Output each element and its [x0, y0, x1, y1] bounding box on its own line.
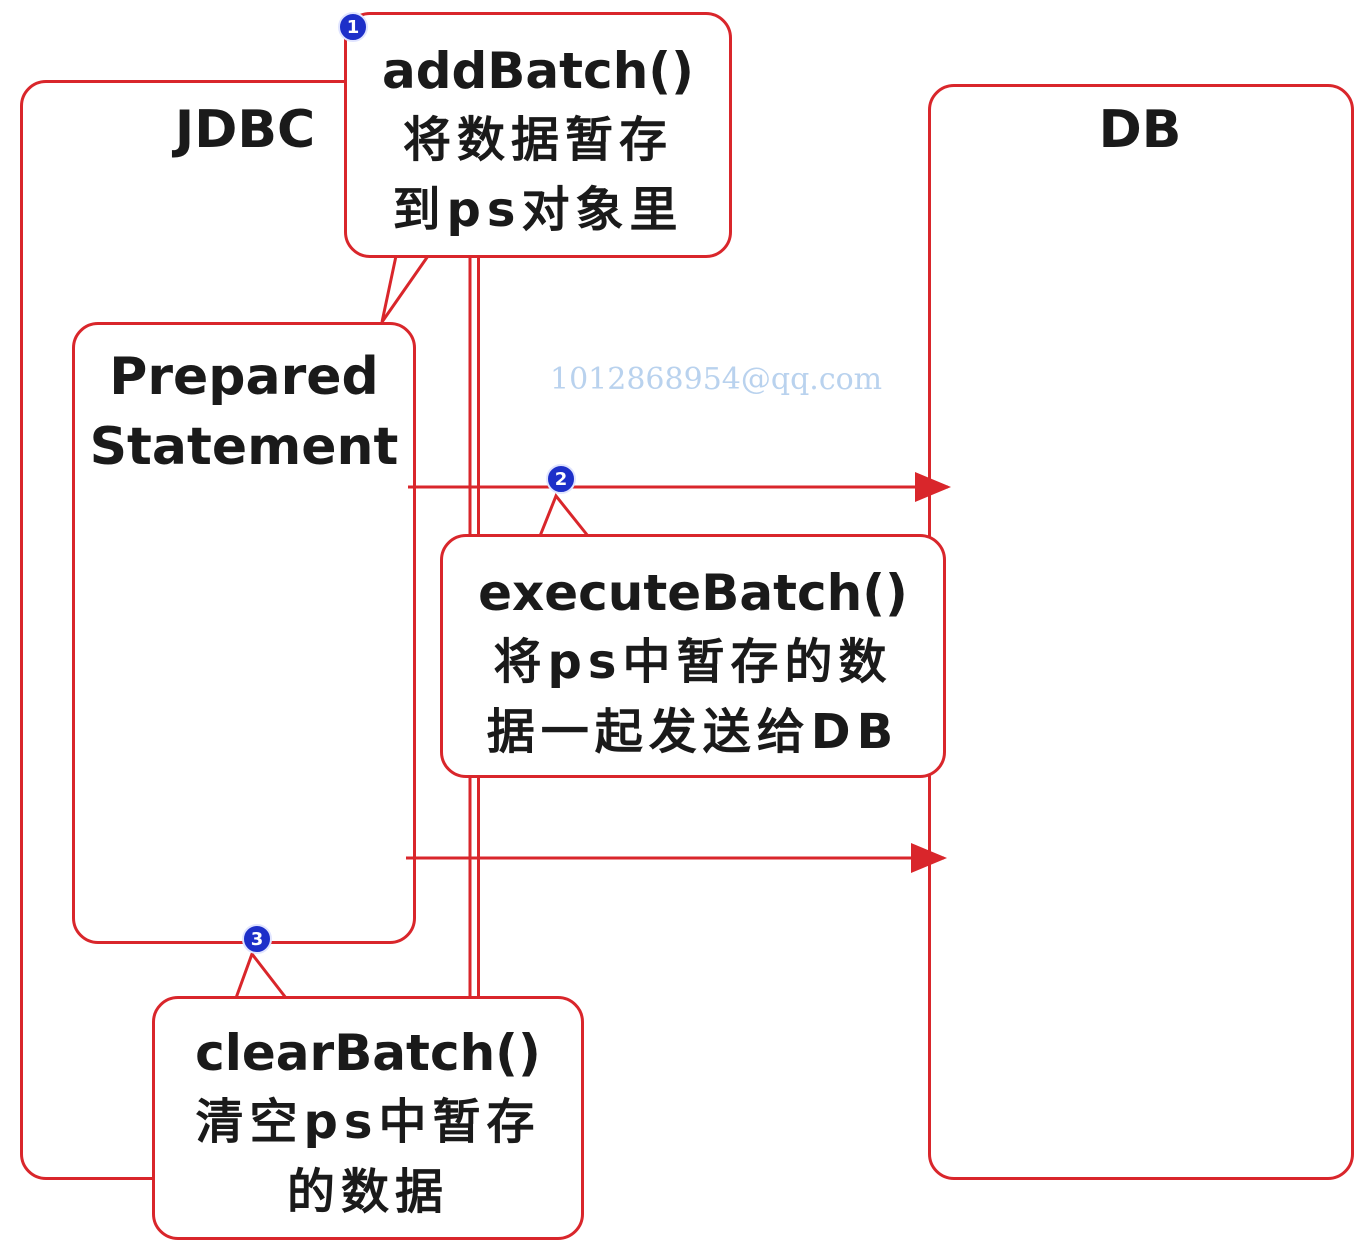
add-batch-desc-line2: 到ps对象里	[392, 182, 684, 238]
add-batch-callout: addBatch() 将数据暂存 到ps对象里	[344, 12, 732, 258]
callout-3-pointer	[234, 950, 288, 999]
prepared-statement-line2: Statement	[89, 417, 399, 477]
jdbc-label: JDBC	[174, 100, 316, 160]
callout-2-pointer	[538, 493, 590, 537]
clear-batch-method: clearBatch()	[195, 1024, 541, 1082]
watermark: 1012868954@qq.com	[550, 362, 883, 397]
clear-batch-callout: clearBatch() 清空ps中暂存 的数据	[152, 996, 584, 1240]
execute-batch-callout: executeBatch() 将ps中暂存的数 据一起发送给DB	[440, 534, 946, 778]
clear-batch-desc-line1: 清空ps中暂存	[195, 1094, 541, 1150]
step-3-badge: 3	[242, 924, 272, 954]
prepared-statement-line1: Prepared	[109, 347, 379, 407]
clear-batch-desc-line2: 的数据	[286, 1164, 449, 1220]
step-2-badge: 2	[546, 464, 576, 494]
execute-batch-method: executeBatch()	[478, 564, 908, 622]
add-batch-method: addBatch()	[381, 42, 694, 100]
step-1-badge: 1	[338, 12, 368, 42]
db-container	[928, 84, 1354, 1180]
execute-batch-desc-line2: 据一起发送给DB	[486, 704, 900, 760]
prepared-statement-label: Prepared Statement	[72, 342, 416, 482]
callout-1-pointer	[380, 255, 430, 323]
db-label: DB	[1098, 100, 1182, 160]
add-batch-desc-line1: 将数据暂存	[402, 112, 673, 168]
execute-batch-desc-line1: 将ps中暂存的数	[493, 634, 893, 690]
